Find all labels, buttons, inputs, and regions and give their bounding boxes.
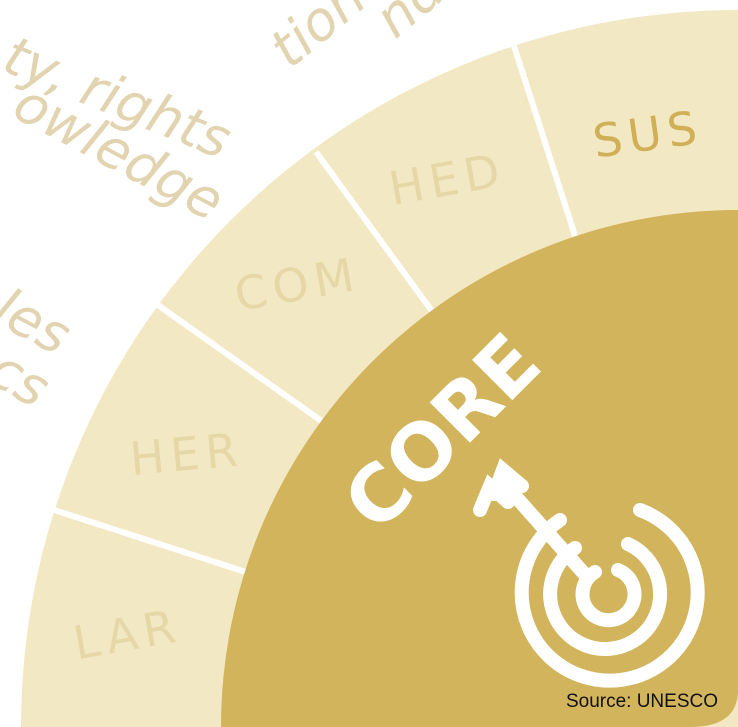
core-area xyxy=(221,210,738,727)
target-arrow-icon xyxy=(473,458,705,688)
bg-text-fragment-2: tion xyxy=(258,0,378,80)
segment-label-her: HER xyxy=(128,422,246,486)
source-credit: Source: UNESCO xyxy=(565,691,718,712)
bg-text-fragment-1: nd xyxy=(363,0,457,50)
segment-dividers xyxy=(47,45,581,578)
